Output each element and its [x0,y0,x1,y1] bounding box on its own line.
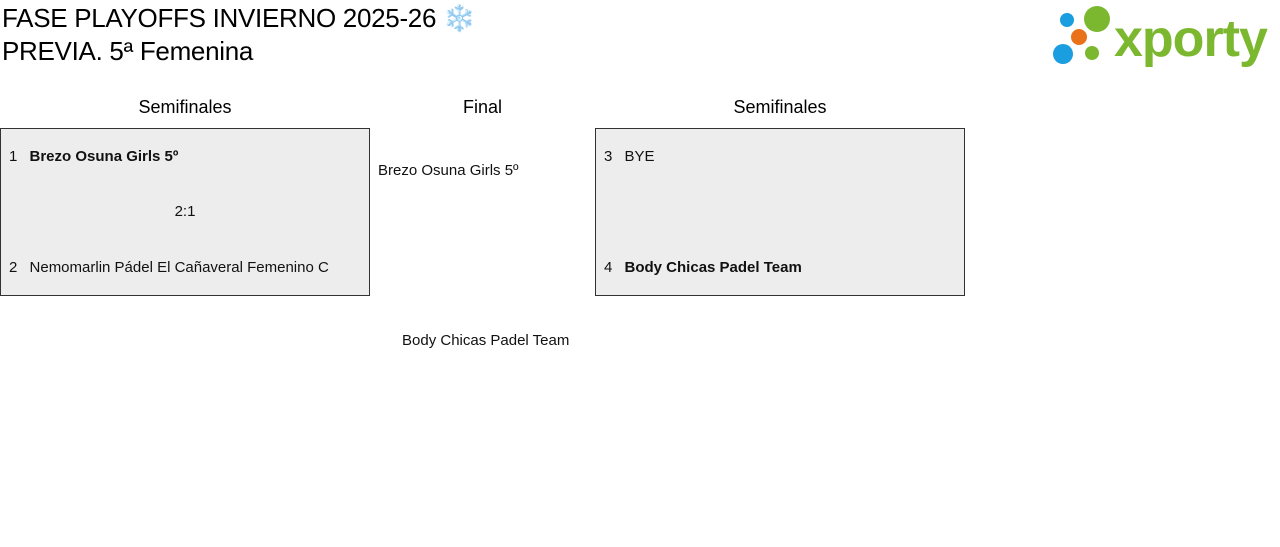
column-heading-final: Final [462,97,502,117]
column-heading-semifinal-left: Semifinales [138,97,232,117]
seed-number: 2 [9,259,18,276]
semifinal-1-team-top: 1 Brezo Osuna Girls 5º [9,147,178,167]
column-heading-semifinal-right: Semifinales [733,97,827,117]
seed-number: 1 [9,148,18,165]
page-subtitle: PREVIA. 5ª Femenina [2,36,254,66]
semifinal-2-match-card[interactable]: 3 BYE 4 Body Chicas Padel Team [595,128,965,296]
semifinal-1-score: 2:1 [174,203,196,220]
team-name: Nemomarlin Pádel El Cañaveral Femenino C [29,259,329,276]
final-team-b: Body Chicas Padel Team [402,332,570,349]
page-title: FASE PLAYOFFS INVIERNO 2025-26 ❄️ [2,3,476,33]
semifinal-2-team-top: 3 BYE [604,147,655,167]
xporty-logo: xporty [1050,2,1278,68]
seed-number: 4 [604,259,613,276]
team-name: Brezo Osuna Girls 5º [29,148,179,165]
team-name: Body Chicas Padel Team [624,259,802,276]
logo-wordmark: xporty [1114,10,1268,68]
semifinal-2-team-bottom: 4 Body Chicas Padel Team [604,258,802,278]
team-name: BYE [624,148,655,165]
xporty-logo-icon: xporty [1053,6,1269,68]
final-team-a: Brezo Osuna Girls 5º [378,162,519,179]
seed-number: 3 [604,148,613,165]
semifinal-1-team-bottom: 2 Nemomarlin Pádel El Cañaveral Femenino… [9,258,329,278]
semifinal-1-match-card[interactable]: 1 Brezo Osuna Girls 5º 2:1 2 Nemomarlin … [0,128,370,296]
